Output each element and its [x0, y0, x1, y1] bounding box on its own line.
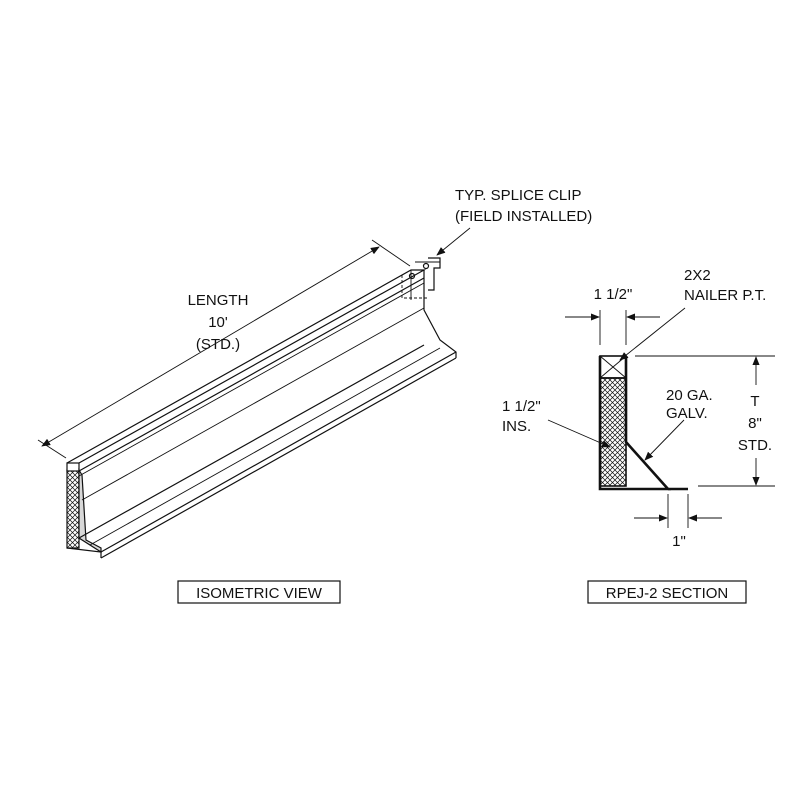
height-label-line1: T	[750, 393, 759, 410]
end-insulation-hatch	[66, 469, 80, 549]
end-metal-profile	[78, 467, 102, 554]
splice-clip-leader	[436, 227, 471, 256]
splice-clip-label-line1: TYP. SPLICE CLIP	[455, 187, 581, 204]
flange-width-label: 1"	[672, 533, 686, 550]
nailer-label-line2: NAILER P.T.	[684, 287, 766, 304]
section-view: 1 1/2" 2X2 NAILER P.T. 1 1/2" INS. 20 GA…	[502, 267, 775, 604]
nailer-width-label: 1 1/2"	[594, 286, 633, 303]
end-nailer	[66, 462, 80, 472]
isometric-view: TYP. SPLICE CLIP (FIELD INSTALLED) LENGT…	[37, 187, 592, 604]
section-title-box	[587, 580, 747, 604]
isometric-view-title: ISOMETRIC VIEW	[196, 585, 323, 602]
length-label-line3: (STD.)	[196, 336, 240, 353]
splice-clip	[401, 257, 441, 299]
insulation-label-line2: INS.	[502, 418, 531, 435]
height-label-line2: 8"	[748, 415, 762, 432]
length-label-line2: 10'	[208, 314, 228, 331]
length-dimension	[37, 239, 411, 459]
metal-label-line1: 20 GA.	[666, 387, 713, 404]
section-view-title: RPEJ-2 SECTION	[606, 585, 729, 602]
length-label-line1: LENGTH	[188, 292, 249, 309]
metal-label-line2: GALV.	[666, 405, 708, 422]
nailer-label-line1: 2X2	[684, 267, 711, 284]
insulation-label-line1: 1 1/2"	[502, 398, 541, 415]
section-insulation	[599, 377, 627, 487]
height-label-line3: STD.	[738, 437, 772, 454]
isometric-title-box	[177, 580, 341, 604]
splice-clip-label-line2: (FIELD INSTALLED)	[455, 208, 592, 225]
